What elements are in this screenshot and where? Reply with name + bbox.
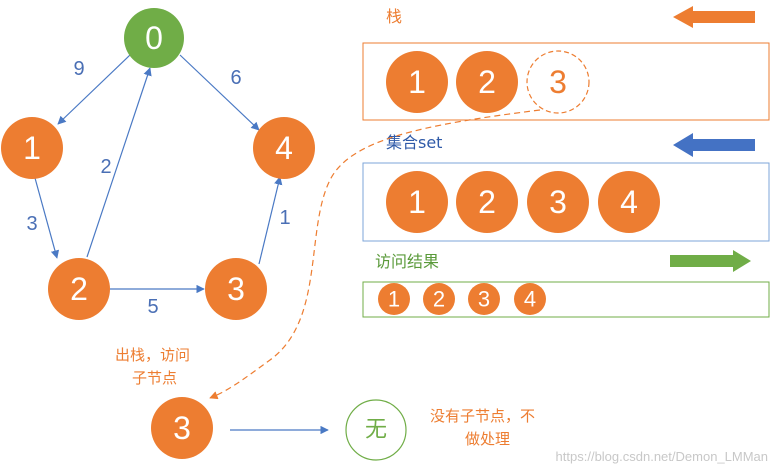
- stack-item-label: 2: [478, 64, 496, 100]
- visit-title: 访问结果: [375, 252, 439, 271]
- stack-title: 栈: [386, 7, 402, 26]
- pop-flow-curve: [209, 109, 541, 400]
- graph-node-2: 2: [48, 258, 110, 320]
- stack-box: [362, 42, 770, 121]
- visit-box: [362, 281, 770, 318]
- set-item: 2: [456, 171, 518, 233]
- set-panel: 集合set 1 2 3 4: [362, 133, 770, 242]
- graph-node-4-label: 4: [275, 130, 293, 166]
- set-item: 4: [598, 171, 660, 233]
- set-arrow: [673, 133, 755, 157]
- set-title: 集合set: [386, 133, 442, 152]
- visit-item: 2: [423, 283, 455, 315]
- stack-popped-item: 3: [526, 50, 590, 114]
- set-item: 3: [527, 171, 589, 233]
- edge-weight-0-1: 9: [73, 58, 84, 80]
- visit-item-label: 3: [478, 287, 490, 312]
- graph-edges: [34, 54, 283, 294]
- stack-item: 1: [386, 51, 448, 113]
- stack-panel: 栈 1 2 3: [362, 6, 770, 121]
- graph-node-0: 0: [124, 8, 184, 68]
- result-none-label: 无: [365, 418, 387, 443]
- set-item-label: 1: [408, 184, 426, 220]
- graph-node-0-label: 0: [145, 20, 163, 56]
- set-box: [362, 162, 770, 242]
- popped-node-label: 3: [173, 410, 191, 446]
- edge-weight-3-4: 1: [279, 207, 290, 229]
- graph-node-3-label: 3: [227, 271, 245, 307]
- edge-0-1: [57, 54, 131, 125]
- graph-node-4: 4: [253, 117, 315, 179]
- edge-weight-2-0: 2: [100, 156, 111, 178]
- set-item: 1: [386, 171, 448, 233]
- edge-3-4: [258, 176, 283, 265]
- watermark: https://blog.csdn.net/Demon_LMMan: [556, 449, 768, 464]
- edge-1-2: [34, 177, 60, 259]
- edge-2-0: [86, 67, 152, 258]
- edge-weight-1-2: 3: [26, 213, 37, 235]
- visit-item: 4: [514, 283, 546, 315]
- pop-note-line1: 出栈，访问: [115, 346, 190, 364]
- result-note-line1: 没有子节点，不: [430, 407, 535, 425]
- result-note-line2: 做处理: [465, 430, 510, 448]
- edge-weight-2-3: 5: [147, 296, 158, 318]
- edge-0-4: [179, 54, 260, 131]
- stack-item: 2: [456, 51, 518, 113]
- set-item-label: 2: [478, 184, 496, 220]
- stack-popped-item-label: 3: [549, 64, 567, 100]
- stack-item-label: 1: [408, 64, 426, 100]
- pop-note-line2: 子节点: [132, 369, 177, 387]
- visit-item: 3: [468, 283, 500, 315]
- visit-item-label: 4: [524, 287, 536, 312]
- result-none-node: 无: [345, 399, 407, 461]
- graph-node-2-label: 2: [70, 271, 88, 307]
- visit-panel: 访问结果 1 2 3 4: [362, 250, 770, 318]
- graph-node-1: 1: [1, 117, 63, 179]
- visit-item-label: 2: [433, 287, 445, 312]
- set-item-label: 4: [620, 184, 638, 220]
- graph-node-3: 3: [205, 258, 267, 320]
- visit-item-label: 1: [388, 287, 400, 312]
- visit-arrow: [670, 250, 751, 272]
- edge-weight-0-4: 6: [230, 67, 241, 89]
- edge-weights: 9 6 3 2 5 1: [26, 58, 290, 318]
- popped-node: 3: [151, 397, 213, 459]
- visit-item: 1: [378, 283, 410, 315]
- graph-node-1-label: 1: [23, 130, 41, 166]
- stack-arrow: [673, 6, 755, 28]
- set-item-label: 3: [549, 184, 567, 220]
